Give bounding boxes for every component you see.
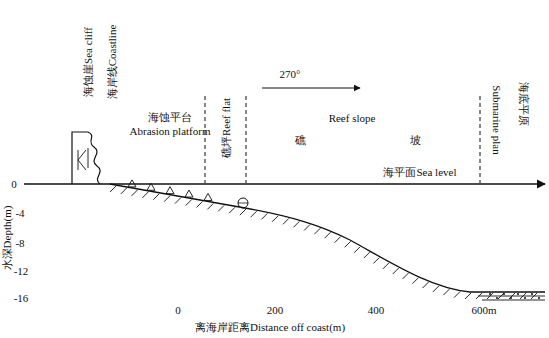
hatch-stroke	[393, 268, 399, 274]
sediment	[478, 296, 545, 300]
axis-title: 离海岸距离Distance off coast(m)	[195, 321, 345, 333]
zone-label: 海岸线Coastline	[106, 25, 118, 100]
sediment-dot	[524, 297, 526, 299]
coral-head-mark	[238, 203, 248, 204]
distance-tick: 400	[368, 304, 385, 316]
hatch-stroke	[283, 218, 289, 224]
hatching	[110, 186, 537, 299]
direction-label: 270°	[280, 68, 301, 80]
direction-arrow	[262, 88, 360, 89]
sediment-dot	[489, 293, 491, 295]
sediment-dot	[503, 293, 505, 295]
zone-label: 海底平原	[518, 82, 530, 126]
sediment-dot	[538, 297, 540, 299]
zone-divider	[205, 96, 206, 183]
hatch-stroke	[383, 263, 389, 269]
zone-label: 海蚀崖Sea cliff	[82, 27, 94, 97]
hatch-stroke	[229, 207, 235, 213]
depth-tick: 0	[11, 178, 17, 190]
zone-label: Submarine plan	[491, 85, 503, 154]
sea-level-label: 海平面Sea level	[383, 166, 456, 178]
hatch-stroke	[110, 186, 116, 192]
depth-tick: -4	[15, 207, 24, 219]
hatch-stroke	[403, 273, 409, 279]
hatch-stroke	[314, 228, 320, 234]
sediment-dot	[531, 293, 533, 295]
seabed-profile	[110, 184, 545, 292]
hatch-stroke	[304, 225, 310, 231]
hatch-stroke	[423, 282, 429, 288]
zone-label: 礁坪Reef flat	[220, 98, 232, 158]
hatch-stroke	[293, 221, 299, 227]
zone-divider	[246, 96, 247, 183]
zone-label: 海蚀平台	[148, 111, 192, 123]
hatch-stroke	[364, 252, 370, 258]
coral-rubble	[128, 180, 212, 201]
sea-cliff	[72, 132, 100, 184]
zone-label: 礁	[295, 134, 306, 146]
rubble-triangle	[166, 187, 174, 194]
sediment-dots	[489, 293, 540, 299]
hatch-stroke	[345, 241, 351, 247]
hatch-stroke	[175, 198, 181, 204]
zone-divider	[480, 96, 481, 183]
zone-label: Abrasion platform	[130, 125, 211, 137]
zone-label: 坡	[410, 134, 421, 146]
sediment-dot	[496, 297, 498, 299]
cliff-marks	[78, 148, 88, 170]
hatch-stroke	[240, 209, 246, 215]
distance-tick: 0	[175, 304, 181, 316]
rubble-triangle	[204, 193, 212, 200]
hatch-stroke	[251, 211, 257, 217]
hatch-stroke	[132, 190, 138, 196]
hatch-stroke	[272, 216, 278, 222]
hatch-stroke	[121, 188, 127, 194]
zone-label: Reef slope	[329, 112, 376, 124]
hatch-stroke	[153, 194, 159, 200]
hatch-stroke	[412, 278, 418, 284]
hatch-stroke	[373, 257, 379, 263]
depth-tick: -8	[15, 237, 24, 249]
sea-level-line	[24, 183, 545, 184]
rubble-triangle	[128, 180, 136, 187]
hatch-stroke	[443, 289, 449, 295]
coral-head	[238, 198, 248, 208]
hatch-stroke	[164, 196, 170, 202]
rubble-triangle	[147, 183, 155, 190]
hatch-stroke	[197, 201, 203, 207]
hatch-stroke	[354, 247, 360, 253]
hatch-stroke	[454, 292, 460, 298]
hatch-stroke	[207, 203, 213, 209]
hatch-stroke	[465, 293, 471, 299]
depth-tick: -12	[14, 265, 29, 277]
hatch-stroke	[335, 237, 341, 243]
hatch-stroke	[218, 205, 224, 211]
distance-tick: 200	[267, 304, 284, 316]
rubble-triangle	[185, 190, 193, 197]
hatch-stroke	[261, 213, 267, 219]
distance-tick: 600m	[471, 304, 496, 316]
sediment-dot	[510, 297, 512, 299]
depth-tick: -16	[14, 292, 29, 304]
hatch-stroke	[142, 192, 148, 198]
sediment-dot	[517, 293, 519, 295]
axis-title: 水深Depth(m)	[1, 206, 13, 271]
hatch-stroke	[186, 200, 192, 206]
hatch-stroke	[325, 232, 331, 238]
hatch-stroke	[433, 286, 439, 292]
